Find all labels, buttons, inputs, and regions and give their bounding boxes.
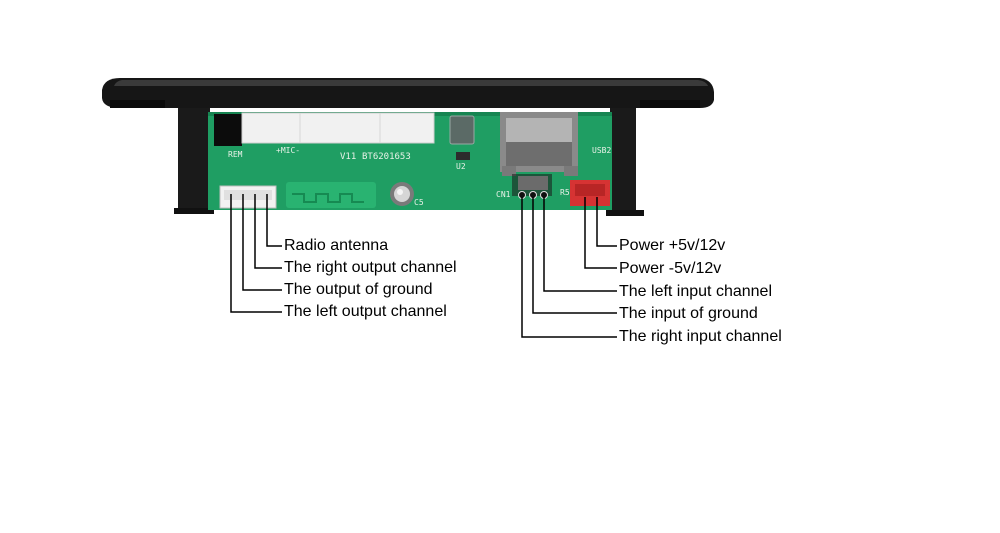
panel-mount-right xyxy=(640,100,700,108)
right-bracket-foot xyxy=(606,210,644,216)
left-bracket xyxy=(178,108,210,214)
leader-radio-antenna xyxy=(266,194,282,247)
chip-u2 xyxy=(449,115,475,145)
right-bracket xyxy=(610,108,636,216)
leader-right-input xyxy=(521,197,617,338)
label-input-ground: The input of ground xyxy=(619,305,758,322)
leader-right-output xyxy=(254,194,282,269)
leader-power-minus xyxy=(584,197,617,269)
label-right-input-channel: The right input channel xyxy=(619,328,782,345)
leader-power-plus xyxy=(596,197,617,247)
label-left-output-channel: The left output channel xyxy=(284,303,447,320)
ribbon-connector xyxy=(214,114,242,146)
silk-rem: REM xyxy=(228,150,243,159)
label-right-output-channel: The right output channel xyxy=(284,259,457,276)
left-bracket-foot xyxy=(174,208,214,214)
label-left-input-channel: The left input channel xyxy=(619,283,772,300)
silk-u2: U2 xyxy=(456,162,466,171)
silk-cn1: CN1 xyxy=(496,190,511,199)
silk-r5: R5 xyxy=(560,188,570,197)
label-power-plus: Power +5v/12v xyxy=(619,237,726,254)
leader-output-ground xyxy=(242,194,282,291)
label-output-ground: The output of ground xyxy=(284,281,433,298)
panel-mount-left xyxy=(110,100,165,108)
silk-c5: C5 xyxy=(414,198,424,207)
label-radio-antenna: Radio antenna xyxy=(284,237,389,254)
silk-version: V11 xyxy=(340,152,357,162)
front-panel-highlight xyxy=(114,80,708,86)
silk-usb2: USB2 xyxy=(592,146,612,155)
leader-input-ground xyxy=(532,197,617,314)
leader-lines-right xyxy=(521,197,617,338)
display-connector xyxy=(241,112,435,144)
silk-model: BT6201653 xyxy=(362,152,411,162)
leader-lines-left xyxy=(230,194,282,313)
leader-left-input xyxy=(543,197,617,292)
silk-mic: +MIC- xyxy=(276,146,301,155)
label-power-minus: Power -5v/12v xyxy=(619,260,722,277)
leader-left-output xyxy=(230,194,282,313)
